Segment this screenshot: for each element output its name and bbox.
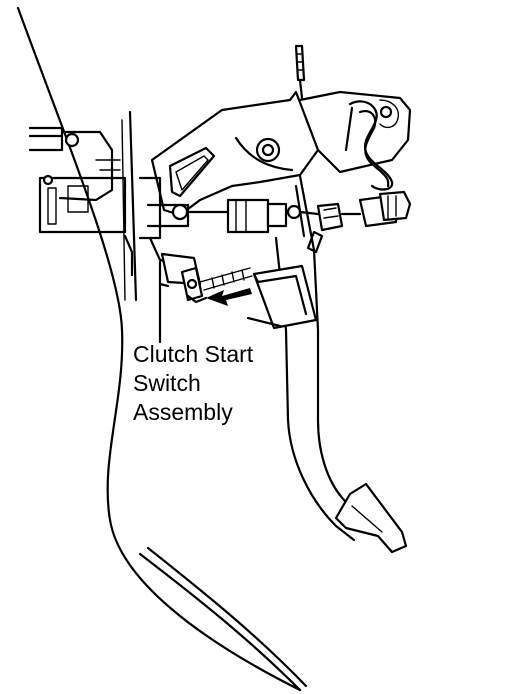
pushrod bbox=[188, 198, 320, 234]
clutch-start-switch-label: Clutch Start Switch Assembly bbox=[133, 340, 253, 427]
label-line-3: Assembly bbox=[133, 399, 233, 425]
label-line-1: Clutch Start bbox=[133, 341, 254, 367]
pedal-arm bbox=[274, 174, 362, 542]
master-cylinder bbox=[28, 126, 134, 277]
adjuster-rod bbox=[294, 44, 306, 100]
label-line-2: Switch bbox=[133, 370, 201, 396]
clutch-start-switch bbox=[158, 252, 253, 304]
pointer-arrow bbox=[206, 288, 252, 306]
panel-seam bbox=[138, 546, 308, 692]
pedal-bracket bbox=[138, 90, 320, 268]
pivot-bolt bbox=[316, 190, 412, 232]
pedal-pad bbox=[334, 482, 408, 554]
pedal-stopper bbox=[246, 264, 318, 330]
return-spring bbox=[298, 90, 412, 191]
